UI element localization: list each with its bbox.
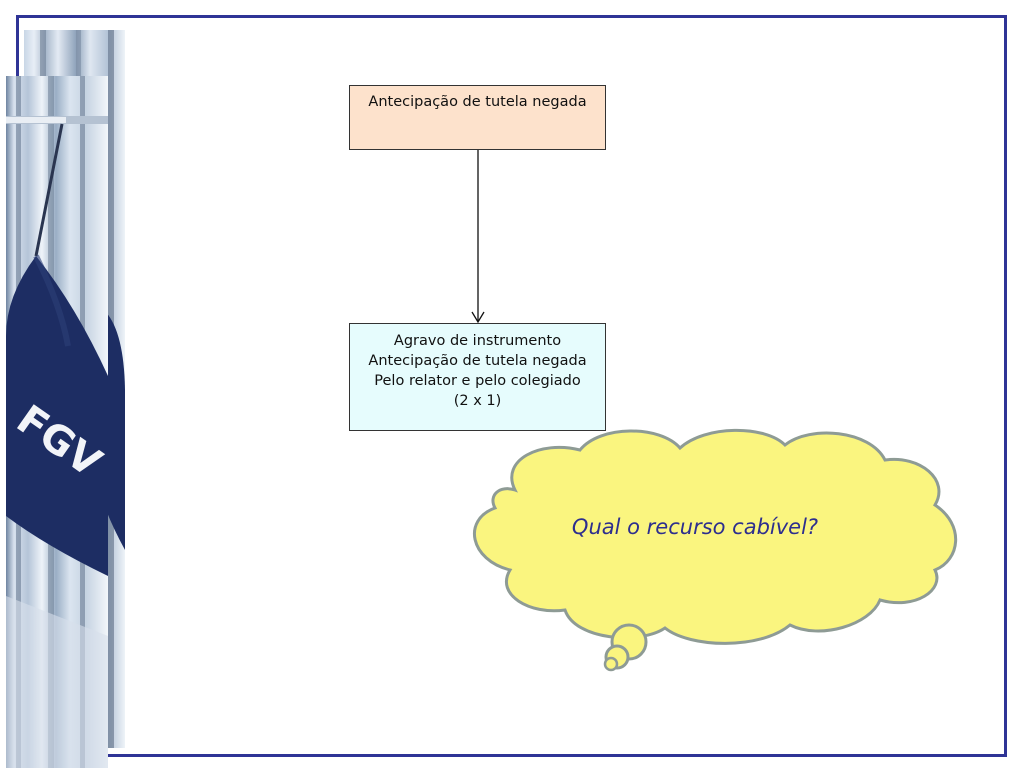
building-photo: FGV [6, 76, 108, 768]
decision-box-denied: Antecipação de tutela negada [349, 85, 606, 150]
appeal-line-4: (2 x 1) [453, 393, 502, 409]
appeal-line-1: Agravo de instrumento [393, 333, 562, 349]
appeal-line-3: Pelo relator e pelo colegiado [374, 373, 581, 389]
thought-bubble-question: Qual o recurso cabível? [571, 515, 819, 539]
appeal-line-2: Antecipação de tutela negada [368, 353, 587, 369]
decision-box-denied-label: Antecipação de tutela negada [368, 94, 587, 110]
appeal-box: Agravo de instrumento Antecipação de tut… [349, 323, 606, 431]
